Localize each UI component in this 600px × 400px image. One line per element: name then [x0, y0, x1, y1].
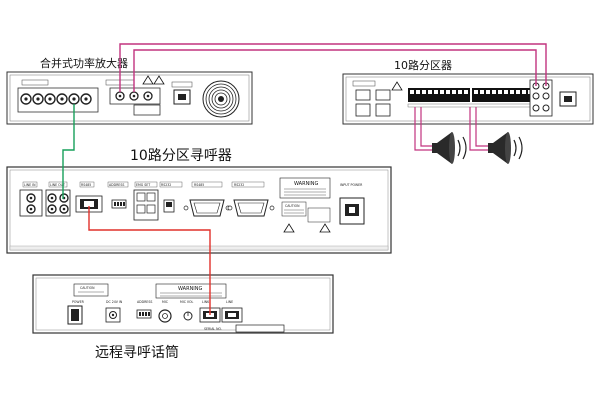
remote-mic-unit: CAUTION WARNING POWER DC 24V IN ADDRESS … — [32, 274, 334, 361]
mic-port-address: ADDRESS — [137, 300, 152, 304]
mic-port-line: LINE — [226, 300, 233, 304]
zone-divider-title: 10路分区器 — [394, 59, 452, 72]
port-label-rs232: RS232 — [161, 183, 171, 187]
port-label-rs232-b: RS232 — [234, 183, 244, 187]
warning-icon — [142, 75, 154, 85]
line-in-jacks — [19, 189, 43, 217]
paging-host-unit: 10路分区寻呼器 LINE IN LINE OUT RS485 ADDRESS … — [6, 148, 392, 254]
port-label-line-in: LINE IN — [24, 183, 36, 187]
mic-port-link: LINK — [202, 300, 210, 304]
paging-host-title: 10路分区寻呼器 — [130, 148, 232, 164]
db9-port — [189, 199, 225, 217]
fan-icon — [202, 80, 240, 118]
db9-port — [233, 199, 269, 217]
serial-label: SERIAL NO. — [204, 327, 222, 331]
mic-warning-label — [155, 283, 227, 299]
port-label-rs485-b: RS485 — [194, 183, 204, 187]
speaker-icon — [488, 132, 523, 164]
remote-mic-title: 远程寻呼话筒 — [95, 344, 179, 361]
mic-caution-title: CAUTION — [80, 286, 95, 290]
power-label: INPUT POWER — [340, 183, 363, 187]
mic-port-mic-vol: MIC VOL — [180, 300, 194, 304]
serial-box — [235, 324, 285, 333]
mic-port-mic: MIC — [162, 300, 169, 304]
amplifier-title: 合并式功率放大器 — [40, 56, 128, 70]
warning-title: WARNING — [294, 181, 319, 187]
port-label-emg-set: EMG SET — [136, 183, 150, 187]
port-label-rs485: RS485 — [81, 183, 91, 187]
port-label-address: ADDRESS — [109, 183, 124, 187]
mic-warning-title: WARNING — [178, 286, 203, 292]
caution-label — [281, 201, 307, 217]
amp-jack — [20, 93, 92, 105]
mic-port-power: POWER — [72, 300, 85, 304]
amp-to-host-cable — [62, 104, 75, 199]
port-label-line-out: LINE OUT — [50, 183, 65, 187]
mic-caution-label — [73, 283, 109, 297]
host-to-mic-cable — [88, 206, 211, 315]
amplifier-unit: 合并式功率放大器 — [6, 56, 253, 125]
mic-port-dc-in: DC 24V IN — [106, 300, 123, 304]
zone-terminal-strip — [407, 88, 535, 108]
speaker-icon — [432, 132, 467, 164]
zone-divider-unit: 10路分区器 — [342, 59, 594, 125]
caution-title: CAUTION — [285, 204, 300, 208]
speaker-wires — [414, 107, 488, 151]
warning-label — [279, 177, 331, 199]
amp-to-zone-cable — [119, 43, 547, 92]
